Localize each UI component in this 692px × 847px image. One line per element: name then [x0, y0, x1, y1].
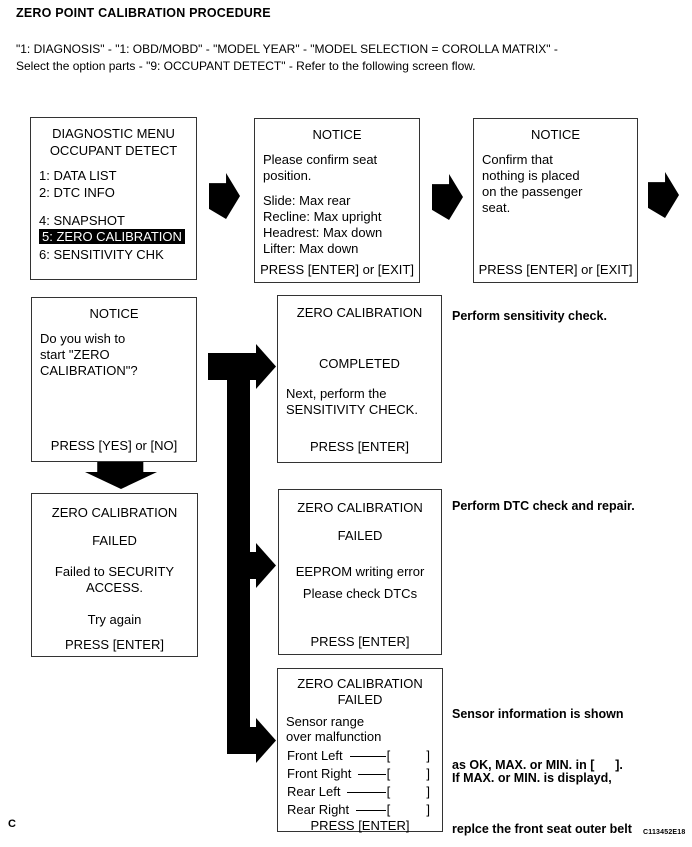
seat-setting-recline: Recline: Max upright — [263, 209, 382, 224]
sensor-row-rear-left: Rear Left [ ] — [287, 784, 430, 799]
note-replace-belt: If MAX. or MIN. is displayd, replce the … — [452, 736, 632, 847]
body-line: start "ZERO — [40, 347, 110, 362]
menu-item-sensitivity-chk: 6: SENSITIVITY CHK — [39, 247, 164, 262]
screen-footer-keys: PRESS [ENTER] or [EXIT] — [478, 262, 633, 277]
note-line: Sensor information is shown — [452, 707, 624, 721]
body-line: over malfunction — [286, 729, 382, 744]
screen-title: ZERO CALIBRATION — [297, 676, 423, 691]
flow-arrow-right-icon — [209, 173, 240, 219]
body-line: nothing is placed — [482, 168, 580, 183]
sensor-value-brackets: [ ] — [386, 802, 430, 817]
connector-line — [358, 773, 386, 775]
body-line: Confirm that — [482, 152, 553, 167]
screen-footer-keys: PRESS [ENTER] — [310, 818, 410, 833]
menu-item-snapshot: 4: SNAPSHOT — [39, 213, 125, 228]
status-text: COMPLETED — [319, 356, 400, 371]
menu-item-zero-calibration: 5: ZERO CALIBRATION — [31, 229, 196, 244]
screen-seat-position-notice: NOTICE Please confirm seat position. Sli… — [254, 118, 420, 283]
note-line: as OK, MAX. or MIN. in [ ]. — [452, 758, 623, 772]
body-line: position. — [263, 168, 312, 183]
page-title: ZERO POINT CALIBRATION PROCEDURE — [16, 6, 271, 20]
note-line: If MAX. or MIN. is displayd, — [452, 771, 612, 785]
menu-item-dtc-info: 2: DTC INFO — [39, 185, 115, 200]
sensor-value-brackets: [ ] — [386, 748, 430, 763]
body-line: Try again — [87, 612, 142, 627]
body-line: CALIBRATION"? — [40, 363, 138, 378]
connector-bar-bottom — [227, 727, 257, 754]
screen-footer-keys: PRESS [YES] or [NO] — [50, 438, 178, 453]
connector-line — [356, 809, 386, 811]
sensor-value-brackets: [ ] — [386, 784, 430, 799]
screen-nothing-placed-notice: NOTICE Confirm that nothing is placed on… — [473, 118, 638, 283]
intro-text: "1: DIAGNOSIS" - "1: OBD/MOBD" - "MODEL … — [16, 41, 558, 75]
status-text: FAILED — [337, 692, 383, 707]
selected-menu-item-highlight: 5: ZERO CALIBRATION — [39, 229, 185, 244]
screen-heading-line: DIAGNOSTIC MENU — [52, 126, 175, 141]
connector-bar-middle — [227, 552, 257, 579]
body-line: Please check DTCs — [302, 586, 418, 601]
body-line: Failed to SECURITY — [54, 564, 175, 579]
sensor-row-rear-right: Rear Right [ ] — [287, 802, 430, 817]
screen-footer-keys: PRESS [ENTER] or [EXIT] — [260, 262, 414, 277]
screen-footer-keys: PRESS [ENTER] — [310, 439, 409, 454]
flow-arrow-head-icon — [256, 344, 276, 389]
screen-start-confirm-notice: NOTICE Do you wish to start "ZERO CALIBR… — [31, 297, 197, 462]
intro-line-1: "1: DIAGNOSIS" - "1: OBD/MOBD" - "MODEL … — [16, 42, 558, 56]
note-sensitivity-check: Perform sensitivity check. — [452, 309, 607, 323]
flow-arrow-down-icon — [85, 462, 157, 489]
seat-setting-lifter: Lifter: Max down — [263, 241, 359, 256]
screen-failed-sensor-range: ZERO CALIBRATION FAILED Sensor range ove… — [277, 668, 443, 833]
sensor-label: Rear Left — [287, 784, 341, 799]
body-line: seat. — [482, 200, 511, 215]
body-line: Do you wish to — [40, 331, 126, 346]
flow-arrow-right-icon — [432, 174, 463, 220]
seat-setting-slide: Slide: Max rear — [263, 193, 351, 208]
sensor-row-front-left: Front Left [ ] — [287, 748, 430, 763]
connector-line — [347, 791, 386, 793]
sensor-label: Rear Right — [287, 802, 350, 817]
screen-completed: ZERO CALIBRATION COMPLETED Next, perform… — [277, 295, 442, 463]
screen-title: NOTICE — [530, 127, 581, 142]
sensor-value-brackets: [ ] — [386, 766, 430, 781]
flow-arrow-right-icon — [648, 172, 679, 218]
screen-title: ZERO CALIBRATION — [51, 505, 178, 520]
body-line: Please confirm seat — [263, 152, 378, 167]
body-line: on the passenger — [482, 184, 583, 199]
sensor-label: Front Left — [287, 748, 343, 763]
screen-diagnostic-menu: DIAGNOSTIC MENU OCCUPANT DETECT 1: DATA … — [30, 117, 197, 280]
screen-failed-eeprom: ZERO CALIBRATION FAILED EEPROM writing e… — [278, 489, 442, 655]
screen-failed-security: ZERO CALIBRATION FAILED Failed to SECURI… — [31, 493, 198, 657]
body-line: SENSITIVITY CHECK. — [286, 402, 418, 417]
menu-item-data-list: 1: DATA LIST — [39, 168, 117, 183]
note-sensor-info: Sensor information is shown as OK, MAX. … — [452, 672, 624, 808]
seat-setting-headrest: Headrest: Max down — [263, 225, 383, 240]
status-text: FAILED — [92, 533, 137, 548]
connector-line — [349, 755, 386, 757]
sensor-label: Front Right — [287, 766, 352, 781]
screen-title: NOTICE — [89, 306, 139, 321]
status-text: FAILED — [337, 528, 383, 543]
screen-footer-keys: PRESS [ENTER] — [310, 634, 410, 649]
note-line: replce the front seat outer belt — [452, 822, 632, 836]
body-line: Sensor range — [286, 714, 365, 729]
figure-code: C113452E18 — [643, 829, 686, 836]
page-marker: C — [8, 818, 16, 830]
flow-arrow-head-icon — [256, 718, 276, 763]
screen-title: NOTICE — [312, 127, 362, 142]
screen-title: ZERO CALIBRATION — [297, 500, 423, 515]
body-line: ACCESS. — [85, 580, 144, 595]
intro-line-2: Select the option parts - "9: OCCUPANT D… — [16, 59, 476, 73]
screen-heading-line: OCCUPANT DETECT — [49, 143, 178, 158]
body-line: EEPROM writing error — [295, 564, 425, 579]
flow-arrow-head-icon — [256, 543, 276, 588]
screen-footer-keys: PRESS [ENTER] — [65, 637, 164, 652]
note-dtc-check: Perform DTC check and repair. — [452, 499, 635, 513]
screen-title: ZERO CALIBRATION — [296, 305, 423, 320]
body-line: Next, perform the — [286, 386, 387, 401]
sensor-row-front-right: Front Right [ ] — [287, 766, 430, 781]
